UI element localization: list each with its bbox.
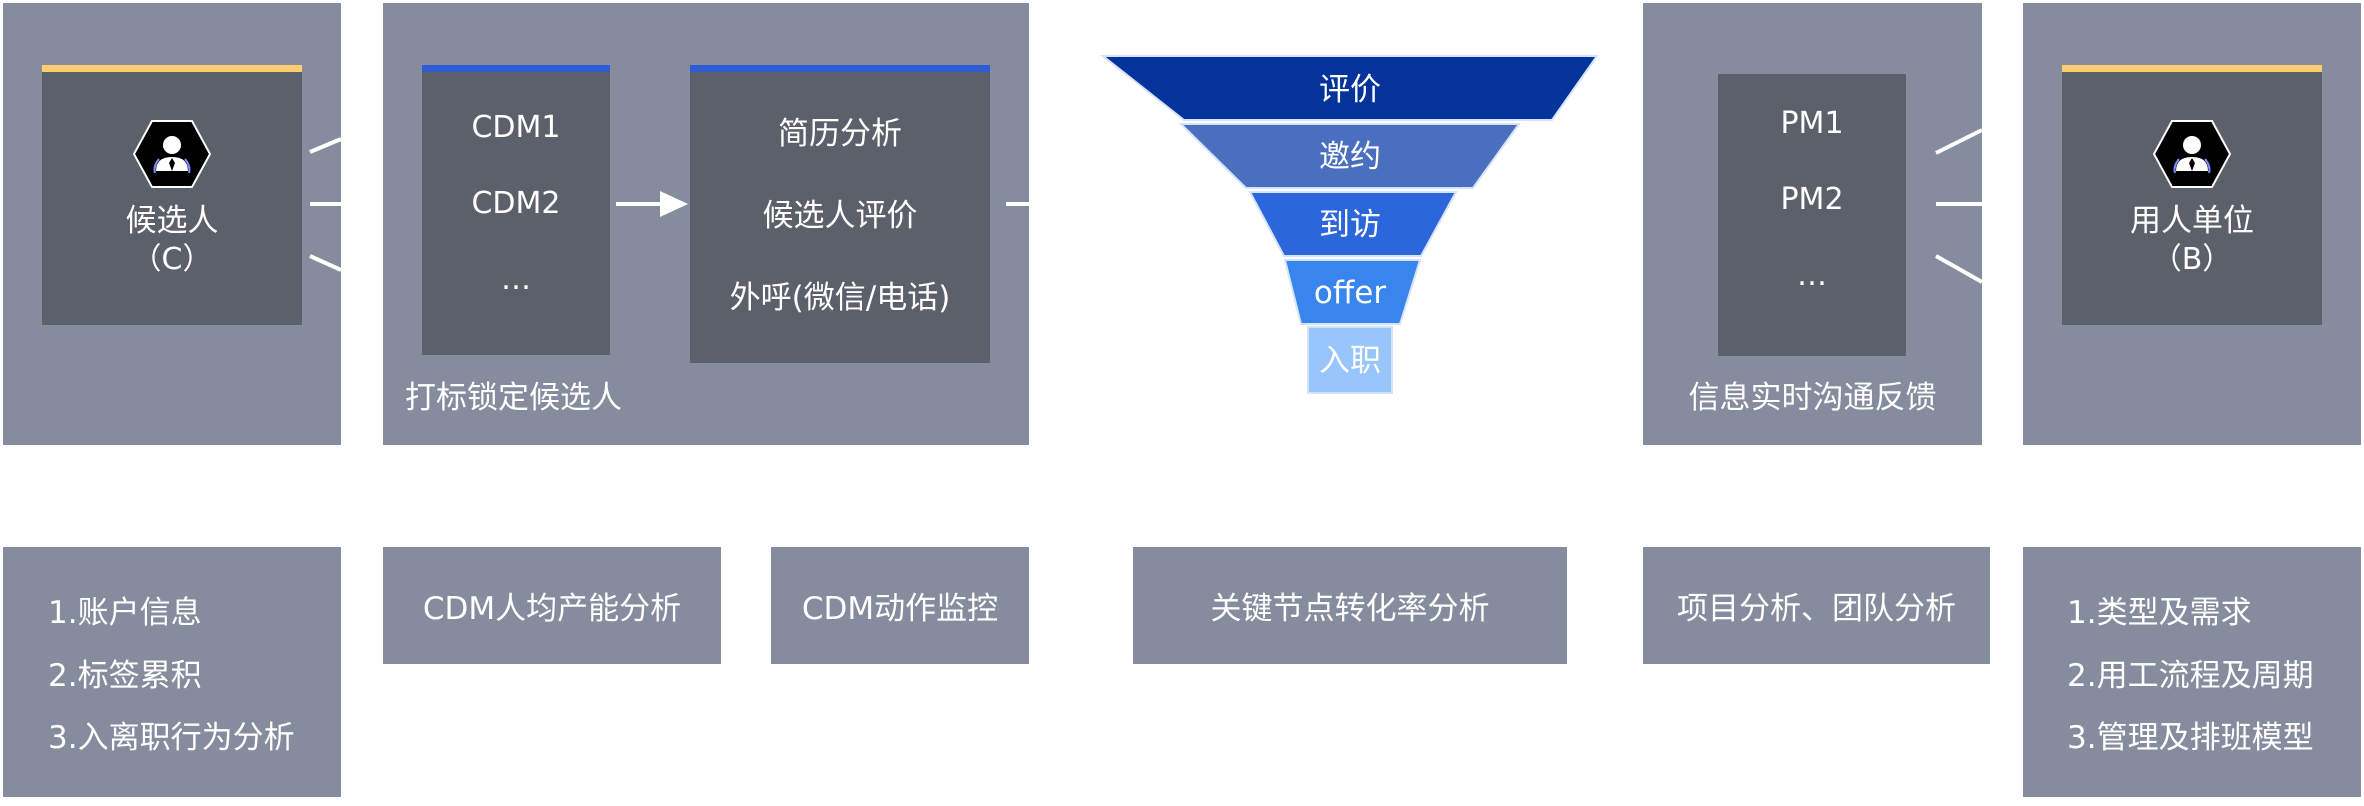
pm-item-more: … (1797, 258, 1827, 293)
cdm-monitor-box: CDM动作监控 (771, 547, 1029, 664)
funnel-stage-5-label: 入职 (1319, 343, 1381, 379)
action-item-2: 候选人评价 (762, 198, 918, 235)
cdm-monitor-label: CDM动作监控 (801, 591, 999, 627)
employer-metric-1: 1.类型及需求 (2067, 595, 2252, 631)
cdm-item-1: CDM1 (471, 110, 561, 145)
employer-metric-3: 3.管理及排班模型 (2067, 720, 2314, 756)
employer-metrics-box: 1.类型及需求 2.用工流程及周期 3.管理及排班模型 (2023, 547, 2361, 797)
funnel-stage-4-label: offer (1314, 275, 1386, 311)
pm-item-2: PM2 (1780, 182, 1844, 217)
cdm-productivity-box: CDM人均产能分析 (383, 547, 721, 664)
conversion-funnel: 评价 邀约 到访 offer 入职 (1100, 55, 1599, 394)
funnel-stage-2-shape (1178, 123, 1521, 189)
cdm-list-card: CDM1 CDM2 … (422, 65, 610, 355)
employer-metric-2: 2.用工流程及周期 (2067, 657, 2314, 694)
pm-list-card: PM1 PM2 … (1718, 74, 1906, 356)
pm-caption: 信息实时沟通反馈 (1688, 380, 1937, 416)
cdm-caption: 打标锁定候选人 (405, 380, 622, 416)
candidate-metric-1: 1.账户信息 (48, 595, 202, 631)
funnel-stage-3-label: 到访 (1319, 207, 1381, 243)
candidate-metrics-box: 1.账户信息 2.标签累积 3.入离职行为分析 (3, 547, 341, 797)
action-item-3: 外呼(微信/电话) (729, 280, 951, 317)
candidate-label: 候选人 (125, 202, 219, 239)
funnel-stage-3-shape (1248, 191, 1458, 257)
conversion-box: 关键节点转化率分析 (1133, 547, 1567, 664)
project-analysis-label: 项目分析、团队分析 (1677, 591, 1956, 627)
candidate-metric-2: 2.标签累积 (48, 657, 202, 694)
conversion-label: 关键节点转化率分析 (1210, 591, 1490, 627)
action-item-1: 简历分析 (778, 116, 902, 152)
funnel-stage-1-shape (1100, 55, 1599, 121)
funnel-stage-5-shape (1307, 326, 1393, 394)
cdm-item-2: CDM2 (471, 186, 561, 221)
person-hexagon-icon (132, 119, 212, 188)
cdm-to-action-arrow-head (660, 191, 688, 217)
candidate-metric-3: 3.入离职行为分析 (48, 720, 295, 756)
person-hexagon-icon (2152, 119, 2232, 188)
candidate-link-upper (309, 137, 342, 154)
candidate-link-lower (309, 254, 342, 272)
project-analysis-box: 项目分析、团队分析 (1643, 547, 1990, 664)
employer-card: 用人单位 （B） (2062, 65, 2322, 325)
employer-code: （B） (2151, 242, 2233, 278)
funnel-stage-2-label: 邀约 (1319, 139, 1381, 175)
candidate-code: （C） (131, 242, 213, 278)
action-card: 简历分析 候选人评价 外呼(微信/电话) (690, 65, 990, 363)
pm-link-lower (1935, 254, 1983, 284)
cdm-productivity-label: CDM人均产能分析 (422, 591, 682, 627)
cdm-item-more: … (501, 262, 531, 297)
pm-link-upper (1935, 128, 1983, 155)
pm-item-1: PM1 (1780, 106, 1844, 141)
funnel-stage-4-shape (1283, 259, 1422, 325)
employer-label: 用人单位 (2130, 202, 2254, 239)
candidate-card: 候选人 （C） (42, 65, 302, 325)
funnel-stage-1-label: 评价 (1319, 72, 1381, 108)
